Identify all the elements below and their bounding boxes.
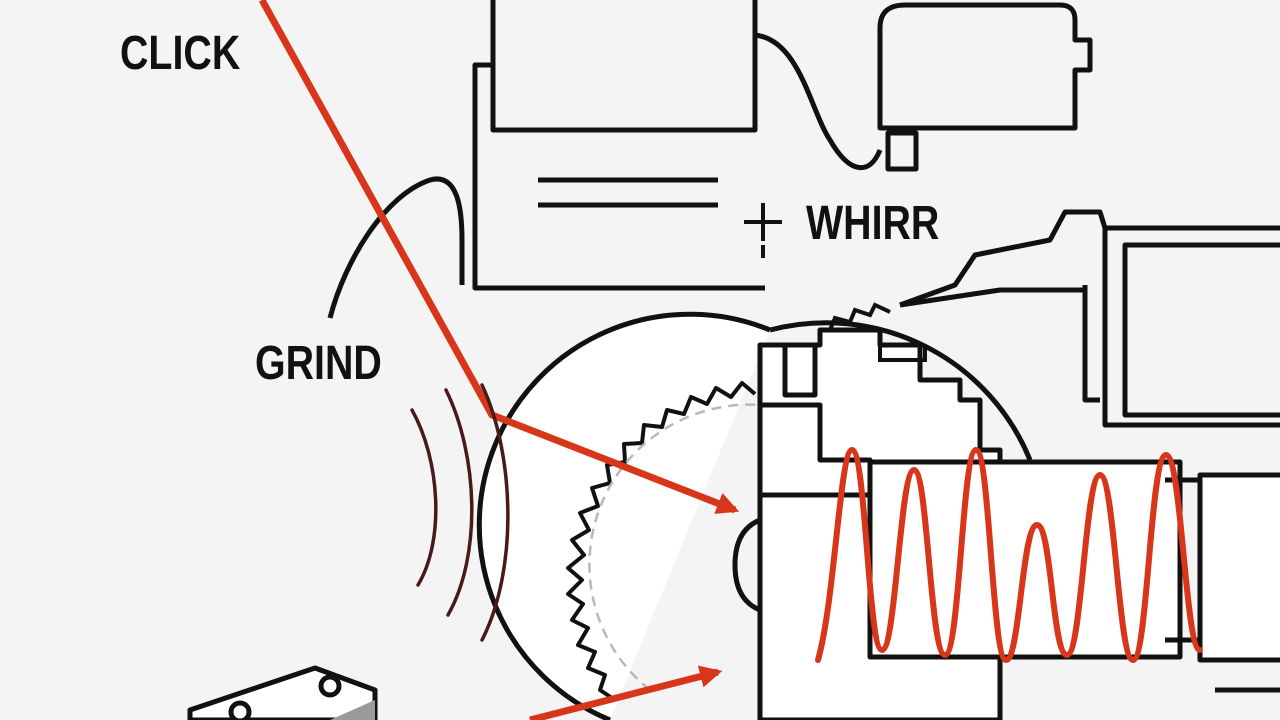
pitch-circle-dashed xyxy=(588,403,761,691)
bottom-callout-arrow xyxy=(529,665,723,720)
starter-motor-housing xyxy=(899,209,1280,428)
flywheel-rim xyxy=(476,311,771,720)
spring-coil xyxy=(815,447,1203,663)
grind-sound-label: GRIND xyxy=(255,337,382,390)
flywheel-gear-teeth xyxy=(566,381,757,702)
sound-waves xyxy=(410,383,510,642)
terminal-block xyxy=(187,665,378,720)
plus-terminal-icon xyxy=(744,203,782,258)
relay-box-upper xyxy=(490,0,758,133)
sound-wave-3 xyxy=(480,383,510,642)
connector-plug xyxy=(877,2,1093,172)
relay-cable xyxy=(754,32,883,170)
relay-box xyxy=(472,0,765,291)
sound-wave-1 xyxy=(410,408,438,587)
solenoid-top-details xyxy=(828,302,927,362)
sound-wave-2 xyxy=(444,388,474,617)
whirr-sound-label: WHIRR xyxy=(806,197,940,250)
click-sound-label: CLICK xyxy=(120,27,241,80)
ground-wire xyxy=(327,176,465,319)
relay-box-lower xyxy=(472,62,765,291)
